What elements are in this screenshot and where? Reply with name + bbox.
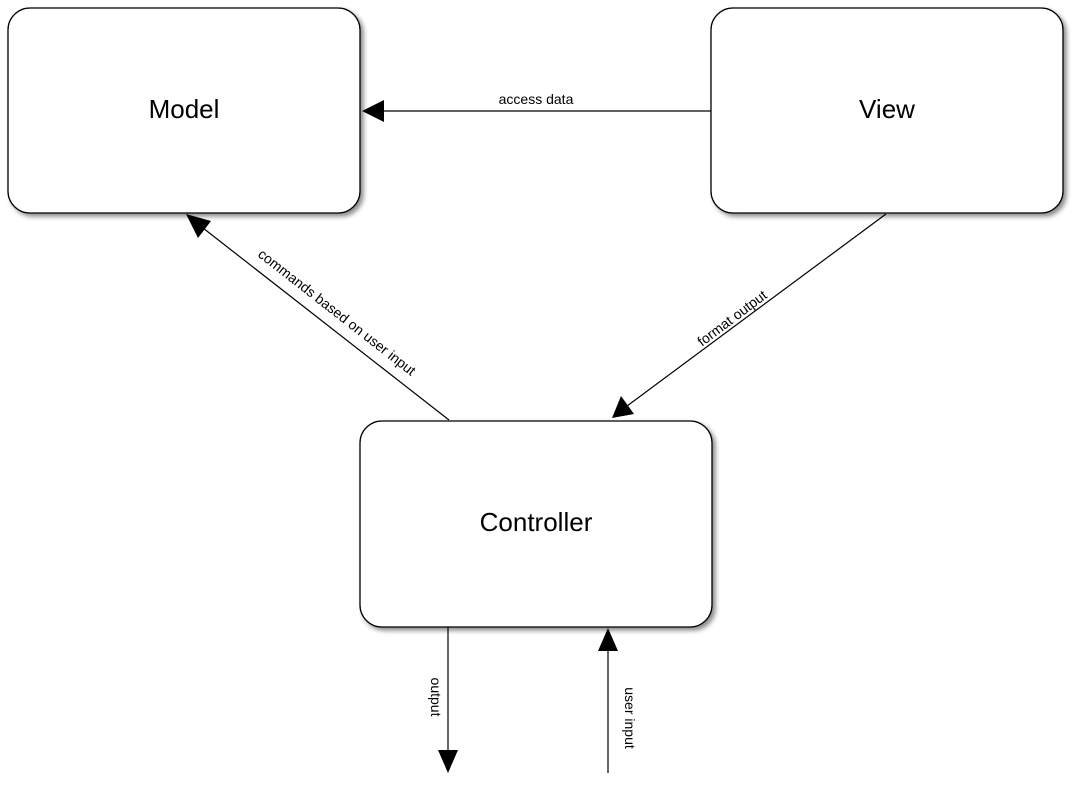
format-output-line [626,213,887,407]
output-label: output [428,678,444,717]
user-input-label: user input [622,687,638,749]
controller-box [359,420,713,628]
model-label: Model [149,94,220,124]
commands-line [202,227,450,421]
user-input-arrowhead [598,628,618,651]
controller-node: Controller [359,420,713,628]
access-data-arrowhead [362,100,384,122]
edge-output: output [428,627,458,773]
commands-arrowhead [186,214,211,238]
view-label: View [859,94,915,124]
format-output-label: format output [694,287,770,349]
view-node: View [710,7,1064,214]
controller-label: Controller [480,507,593,537]
output-arrowhead [438,750,458,773]
commands-label: commands based on user input [255,246,419,379]
edge-format-output: format output [612,213,887,418]
edge-access-data: access data [362,91,711,122]
edge-commands: commands based on user input [186,214,450,421]
model-node: Model [7,7,361,214]
format-output-arrowhead [612,396,634,418]
edge-user-input: user input [598,628,638,773]
model-box [7,7,361,214]
access-data-label: access data [499,91,574,107]
